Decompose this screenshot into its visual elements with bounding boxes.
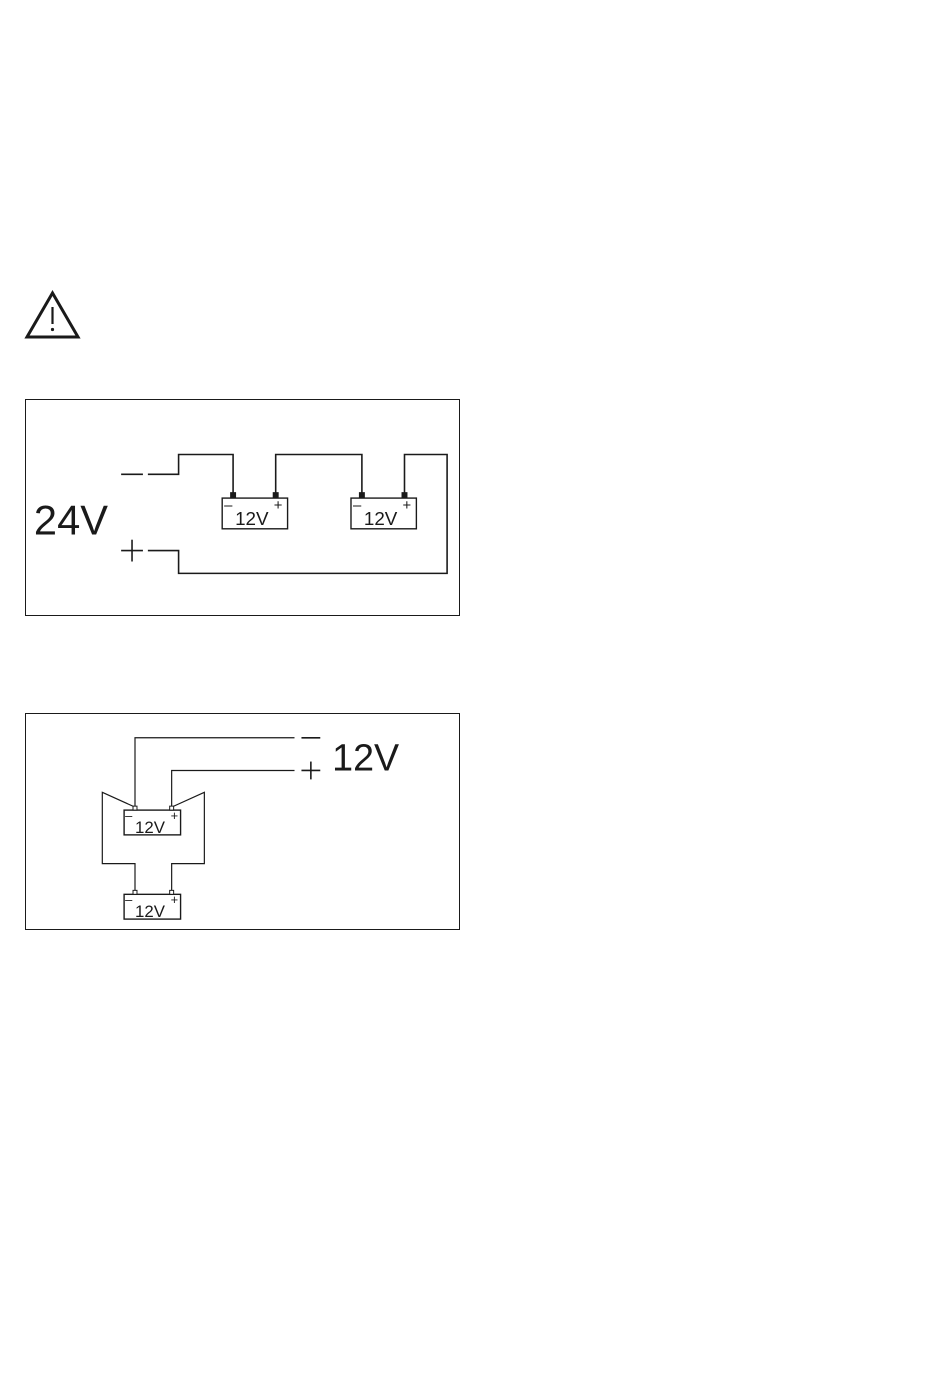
battery-2-negative-mark: –	[353, 498, 362, 514]
battery-lower-positive-mark: +	[171, 892, 179, 907]
battery-upper-positive-mark: +	[171, 808, 179, 823]
battery-1-label: 12V	[235, 508, 269, 529]
battery-upper-label: 12V	[135, 818, 166, 837]
battery-1: – + 12V	[222, 492, 287, 529]
system-voltage-label: 24V	[34, 497, 108, 544]
series-wiring-svg: 24V – + 12V – + 12V	[26, 400, 459, 615]
battery-lower-negative-mark: –	[125, 892, 133, 907]
series-wiring-diagram: 24V – + 12V – + 12V	[25, 399, 460, 616]
negative-cable	[135, 738, 295, 807]
battery-lower: – + 12V	[124, 890, 180, 921]
battery-2-positive-mark: +	[403, 498, 412, 514]
bridge-cable	[276, 454, 362, 495]
battery-upper: – + 12V	[124, 806, 180, 837]
battery-upper-negative-mark: –	[125, 808, 133, 823]
battery-lower-label: 12V	[135, 902, 166, 921]
system-voltage-label: 12V	[332, 736, 399, 778]
parallel-wiring-svg: 12V – + 12V – + 12V	[26, 714, 459, 929]
battery-1-negative-mark: –	[224, 498, 233, 514]
warning-triangle-icon	[24, 290, 81, 340]
positive-cable	[172, 770, 295, 807]
battery-1-positive-mark: +	[274, 498, 283, 514]
battery-2: – + 12V	[351, 492, 416, 529]
battery-2-label: 12V	[364, 508, 398, 529]
negative-cable	[148, 454, 233, 495]
parallel-wiring-diagram: 12V – + 12V – + 12V	[25, 713, 460, 930]
